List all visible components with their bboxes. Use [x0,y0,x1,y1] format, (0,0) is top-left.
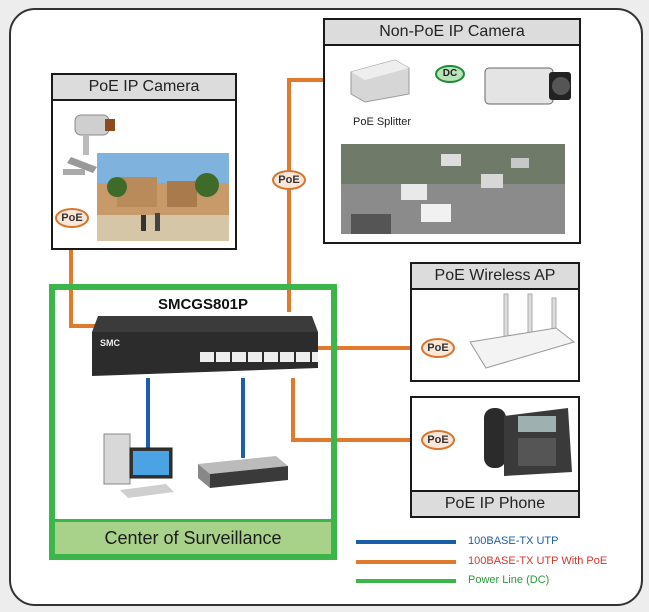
poe-splitter-icon [350,59,410,103]
street-photo [341,144,565,234]
dc-badge: DC [435,65,465,83]
ip-camera-icon [63,114,115,175]
switch-port [312,352,318,362]
center-of-surveillance-label: Center of Surveillance [55,519,331,554]
poe-badge-phone: PoE [421,430,455,450]
network-switch: SMC [92,316,318,376]
poe-line-camera [69,232,98,328]
poe-badge-ap: PoE [421,338,455,358]
legend-line-poe [356,560,456,564]
nonpoe-camera-panel: Non-PoE IP Camera PoE Splitter [323,18,581,244]
box-camera-icon [484,67,571,105]
legend-label-dc: Power Line (DC) [468,574,550,586]
switch-port [232,352,246,362]
switch-port [280,352,294,362]
wireless-ap-icon [469,293,576,369]
dvr-recorder-icon [198,456,288,488]
switch-port [296,352,310,362]
legend-line-dc [356,579,456,583]
wireless-ap-title: PoE Wireless AP [412,264,578,290]
switch-port [264,352,278,362]
ip-phone-panel: PoE IP Phone [410,396,580,518]
legend-label-poe: 100BASE-TX UTP With PoE [468,555,608,567]
wireless-ap-panel: PoE Wireless AP [410,262,580,382]
legend-label-utp: 100BASE-TX UTP [468,535,559,547]
legend-line-utp [356,540,456,544]
switch-model-label: SMCGS801P [157,296,249,313]
ip-phone-title: PoE IP Phone [412,490,578,516]
switch-port [216,352,230,362]
desktop-pc-icon [103,433,174,498]
poe-badge-splitter: PoE [272,170,306,190]
poe-splitter-label: PoE Splitter [353,116,412,128]
ip-phone-icon [484,408,572,476]
nonpoe-camera-title: Non-PoE IP Camera [325,20,579,46]
switch-port [248,352,262,362]
switch-port [200,352,214,362]
poe-camera-title: PoE IP Camera [53,75,235,101]
poe-badge-camera: PoE [55,208,89,228]
surveillance-center-box [49,284,337,560]
plaza-photo [97,153,229,241]
switch-brand-label: SMC [100,338,121,348]
